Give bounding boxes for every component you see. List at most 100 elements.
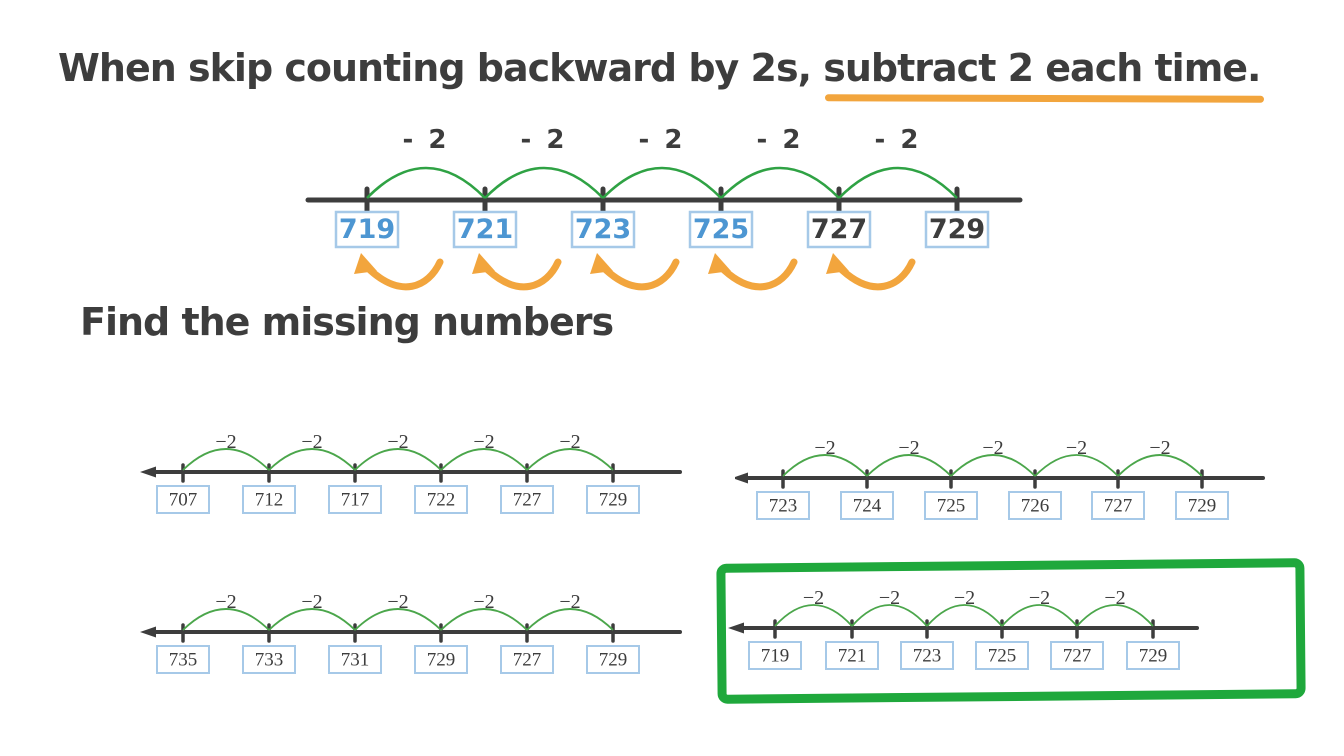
minus-two-arc xyxy=(838,166,958,199)
number-box xyxy=(242,485,296,514)
number-box xyxy=(1008,491,1062,520)
number-box-value: 727 xyxy=(1104,496,1133,517)
step-label: −2 xyxy=(1066,437,1087,459)
step-label: - 2 xyxy=(639,125,686,155)
number-box xyxy=(840,491,894,520)
number-box-value: 731 xyxy=(341,650,370,671)
left-arrowhead-icon xyxy=(140,466,156,478)
step-label: −2 xyxy=(1029,587,1050,609)
number-box-value: 719 xyxy=(339,214,395,245)
step-label: −2 xyxy=(387,591,408,613)
number-box xyxy=(328,645,382,674)
minus-two-arc xyxy=(602,166,722,199)
number-box-value: 725 xyxy=(937,496,966,517)
number-box xyxy=(688,210,754,249)
backward-arrow-head-icon xyxy=(472,253,495,274)
number-box-value: 729 xyxy=(427,650,456,671)
number-box xyxy=(900,641,954,670)
number-box-value: 723 xyxy=(575,214,631,245)
number-box xyxy=(328,485,382,514)
minus-two-arc xyxy=(484,166,604,199)
backward-arrow xyxy=(720,258,798,291)
number-box-value: 721 xyxy=(457,214,513,245)
number-box xyxy=(924,491,978,520)
number-box xyxy=(452,210,518,249)
minus-two-arc xyxy=(1034,454,1119,477)
number-box xyxy=(156,645,210,674)
number-box-value: 735 xyxy=(169,650,198,671)
number-box-value: 727 xyxy=(513,650,542,671)
number-box xyxy=(570,210,636,249)
minus-two-arc xyxy=(851,604,928,627)
lesson-title: When skip counting backward by 2s, subtr… xyxy=(58,46,1262,90)
backward-arrow-head-icon xyxy=(354,253,377,274)
step-label: −2 xyxy=(387,431,408,453)
backward-arrow-head-icon xyxy=(826,253,849,274)
title-underlined-phrase: subtract 2 each time. xyxy=(823,46,1261,90)
number-box xyxy=(1126,641,1180,670)
minus-two-arc xyxy=(926,604,1003,627)
number-box xyxy=(1091,491,1145,520)
step-label: −2 xyxy=(301,431,322,453)
number-box-value: 712 xyxy=(255,490,284,511)
number-box xyxy=(924,210,990,249)
number-box-value: 729 xyxy=(1188,496,1217,517)
step-label: −2 xyxy=(559,431,580,453)
step-label: - 2 xyxy=(875,125,922,155)
minus-two-arc xyxy=(720,166,840,199)
minus-two-arc xyxy=(1001,604,1078,627)
minus-two-arc xyxy=(182,448,270,471)
number-box xyxy=(756,491,810,520)
minus-two-arc xyxy=(950,454,1036,477)
minus-two-arc xyxy=(774,604,853,627)
number-box-value: 707 xyxy=(169,490,198,511)
minus-two-arc xyxy=(366,166,486,199)
step-label: - 2 xyxy=(757,125,804,155)
number-box-value: 721 xyxy=(838,646,867,667)
step-label: −2 xyxy=(879,587,900,609)
number-box-value: 722 xyxy=(427,490,456,511)
number-box xyxy=(500,485,554,514)
minus-two-arc xyxy=(526,448,614,471)
number-box-value: 729 xyxy=(929,214,985,245)
number-box-value: 729 xyxy=(599,650,628,671)
minus-two-arc xyxy=(354,448,442,471)
number-box-value: 723 xyxy=(913,646,942,667)
number-box xyxy=(1050,641,1104,670)
number-box xyxy=(975,641,1029,670)
step-label: −2 xyxy=(473,431,494,453)
backward-arrow-head-icon xyxy=(590,253,613,274)
number-box xyxy=(414,485,468,514)
step-label: −2 xyxy=(814,437,835,459)
step-label: −2 xyxy=(559,591,580,613)
minus-two-arc xyxy=(182,608,270,631)
backward-arrow xyxy=(838,258,916,291)
backward-arrow-head-icon xyxy=(708,253,731,274)
minus-two-arc xyxy=(526,608,614,631)
number-box xyxy=(242,645,296,674)
number-box xyxy=(586,485,640,514)
number-box-value: 723 xyxy=(769,496,798,517)
number-box xyxy=(334,210,400,249)
minus-two-arc xyxy=(268,448,356,471)
number-box-value: 727 xyxy=(1063,646,1092,667)
minus-two-arc xyxy=(782,454,868,477)
number-box xyxy=(825,641,879,670)
instruction-text: Find the missing numbers xyxy=(80,300,614,344)
step-label: −2 xyxy=(301,591,322,613)
minus-two-arc xyxy=(1076,604,1154,627)
backward-arrow xyxy=(484,258,562,291)
number-box-value: 725 xyxy=(988,646,1017,667)
left-arrowhead-icon xyxy=(728,622,744,634)
backward-arrow xyxy=(602,258,680,291)
